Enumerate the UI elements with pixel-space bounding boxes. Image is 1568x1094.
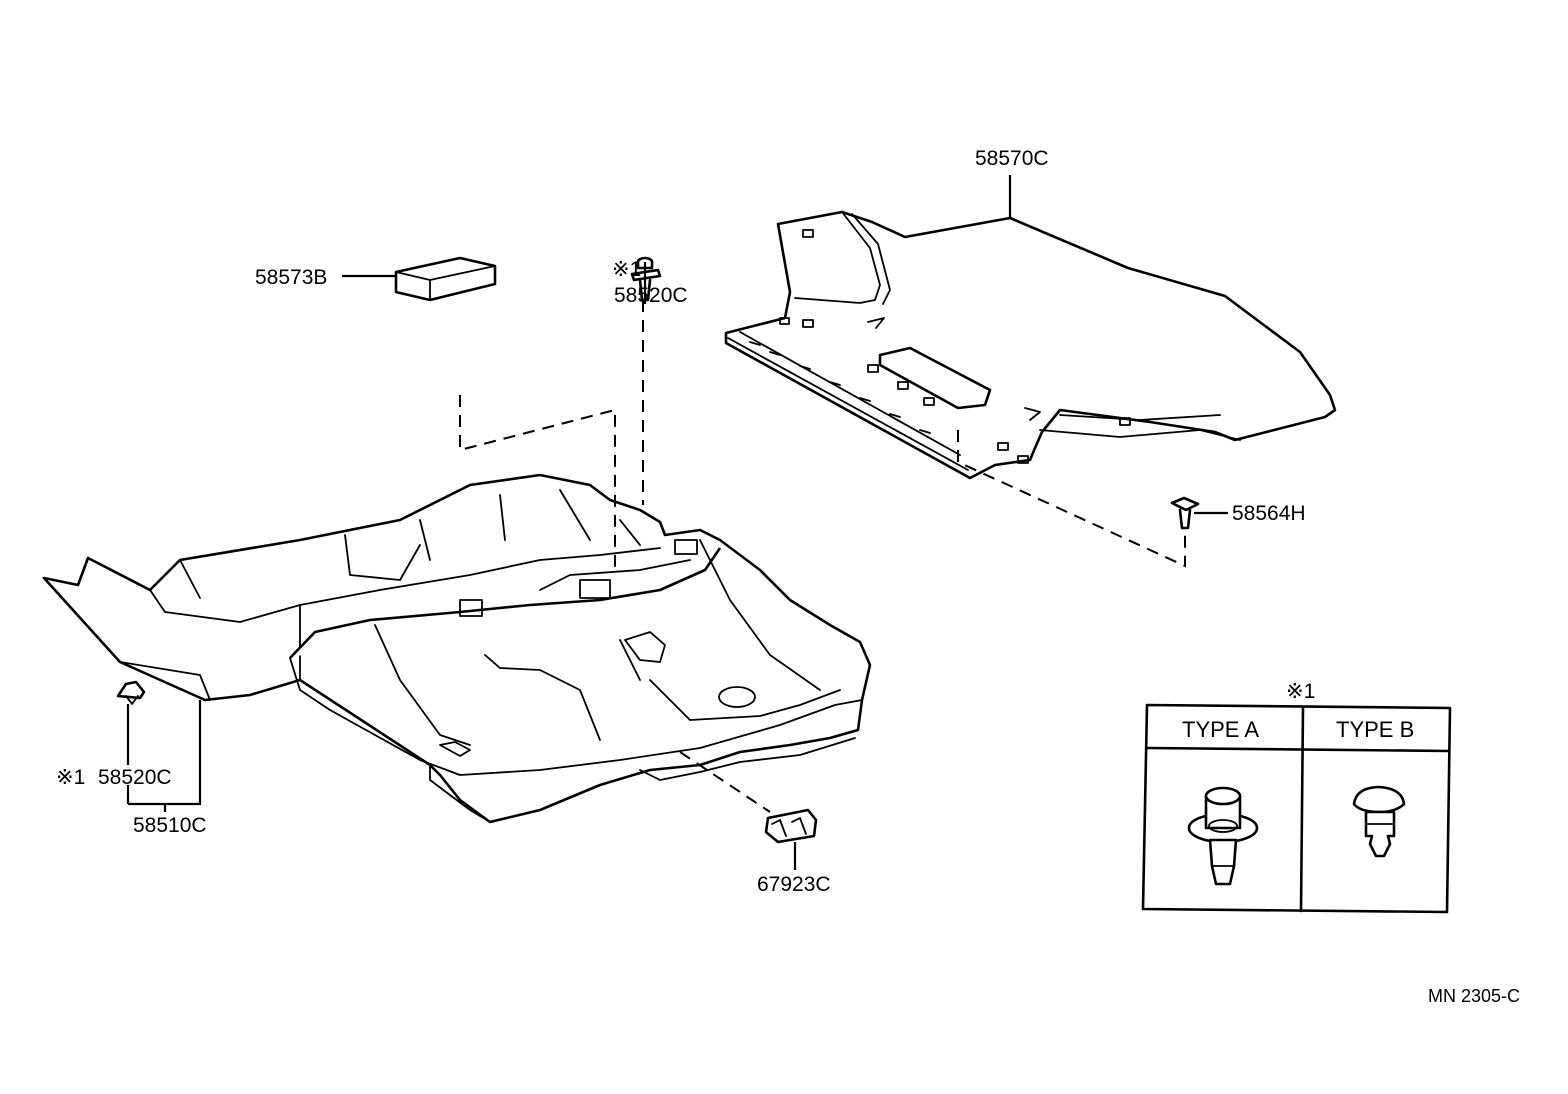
clip-58520c-left — [116, 680, 146, 705]
clip-type-legend: ※1 TYPE A TYPE B — [1141, 680, 1452, 914]
callout-58564h: 58564H — [1232, 502, 1306, 525]
callout-58573b: 58573B — [255, 266, 327, 289]
callout-58520c-left: 58520C — [98, 766, 172, 789]
rear-floor-mat-58570c — [724, 210, 1337, 480]
assembly-lines — [459, 300, 1186, 813]
callout-58520c-left-mark: ※1 — [56, 766, 85, 789]
clip-58564h — [1170, 496, 1200, 530]
callout-58520c-top-mark: ※1 — [612, 258, 641, 281]
diagram-code: MN 2305-C — [1428, 986, 1520, 1006]
callout-67923c: 67923C — [757, 873, 831, 896]
silencer-pad-58573b — [394, 256, 497, 302]
leader-lines — [126, 175, 1228, 870]
front-floor-carpet-58510c — [42, 473, 872, 824]
callout-58570c: 58570C — [975, 147, 1049, 170]
type-a-clip-illustration — [1187, 786, 1259, 886]
callout-58520c-top: 58520C — [614, 284, 688, 307]
callout-58510c: 58510C — [133, 814, 207, 837]
legend-type-b-header: TYPE B — [1336, 717, 1414, 742]
legend-mark: ※1 — [1286, 680, 1315, 703]
legend-type-a-header: TYPE A — [1182, 717, 1259, 742]
clip-67923c — [764, 808, 818, 844]
type-b-clip-illustration — [1352, 785, 1406, 858]
